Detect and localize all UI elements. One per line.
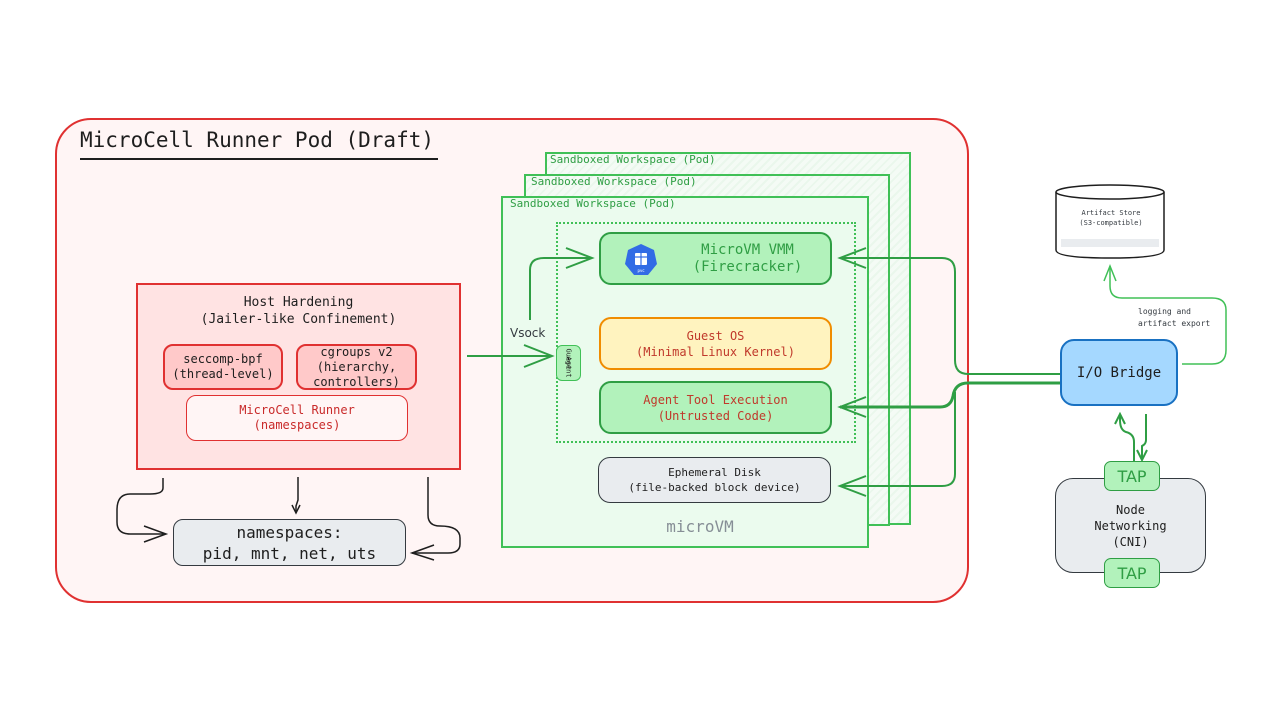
- namespaces-line2: pid, mnt, net, uts: [202, 543, 377, 563]
- workspace-pod-back-label: Sandboxed Workspace (Pod): [550, 153, 716, 166]
- arrowhead-vmm-left: [565, 247, 595, 269]
- artifact-store-line2: (S3-compatible): [1079, 219, 1143, 227]
- disk-line2: (file-backed block device): [628, 481, 801, 494]
- vmm-line2: (Firecracker): [692, 258, 803, 275]
- guest-os-box[interactable]: Guest OS (Minimal Linux Kernel): [599, 317, 832, 370]
- node-net-line1: Node: [1116, 502, 1145, 517]
- logging-edge-label: logging and artifact export: [1138, 306, 1210, 330]
- vsock-label: Vsock: [510, 326, 546, 340]
- edge-hardening-to-namespaces-center: [295, 477, 299, 512]
- edge-vsock-to-vmm: [529, 257, 592, 320]
- microvm-label: microVM: [666, 517, 734, 536]
- arrowhead-vmm-right: [837, 247, 867, 269]
- io-bridge-box[interactable]: I/O Bridge: [1060, 339, 1178, 406]
- arrowhead-disk: [837, 475, 867, 497]
- host-hardening-title-line1: Host Hardening: [243, 295, 354, 310]
- edge-hardening-to-namespaces-right: [412, 477, 461, 554]
- cgroups-line1: cgroups v2: [320, 344, 393, 359]
- microvm-vmm-box[interactable]: pvc MicroVM VMM (Firecracker): [599, 232, 832, 285]
- runner-line1: MicroCell Runner: [239, 403, 355, 417]
- arrowhead-artifact-store: [1103, 263, 1117, 282]
- arrowhead-iobridge-up: [1114, 411, 1126, 425]
- host-hardening-title-line2: (Jailer-like Confinement): [200, 312, 397, 327]
- vmm-line1: MicroVM VMM: [701, 241, 794, 258]
- edge-tap-to-iobridge: [1119, 414, 1135, 462]
- guest-os-line2: (Minimal Linux Kernel): [636, 344, 795, 359]
- arrowhead-guest-agent: [523, 344, 555, 368]
- edge-iobridge-to-vmm: [840, 257, 1068, 375]
- disk-line1: Ephemeral Disk: [668, 466, 761, 479]
- workspace-pod-middle-label: Sandboxed Workspace (Pod): [531, 175, 697, 188]
- logging-line1: logging and: [1138, 307, 1191, 316]
- agent-tool-line1: Agent Tool Execution: [643, 392, 788, 407]
- guest-os-line1: Guest OS: [686, 328, 745, 343]
- namespaces-line1: namespaces:: [236, 522, 343, 542]
- cgroups-line3: controllers): [313, 374, 400, 389]
- node-net-line2: Networking: [1094, 518, 1167, 533]
- edge-iobridge-to-tap: [1141, 414, 1147, 460]
- edge-iobridge-to-agent-tool: [840, 381, 1068, 409]
- ephemeral-disk-box[interactable]: Ephemeral Disk (file-backed block device…: [598, 457, 831, 503]
- firecracker-logo-icon: pvc: [623, 242, 659, 283]
- node-net-line3: (CNI): [1112, 534, 1149, 549]
- edge-hardening-to-namespaces-left: [116, 478, 165, 535]
- tap-bottom-label: TAP: [1117, 563, 1147, 583]
- pod-title: MicroCell Runner Pod (Draft): [80, 128, 435, 152]
- svg-text:pvc: pvc: [637, 268, 644, 273]
- tap-top[interactable]: TAP: [1104, 461, 1160, 491]
- workspace-pod-front-label: Sandboxed Workspace (Pod): [510, 197, 676, 210]
- artifact-store-cylinder[interactable]: [1055, 184, 1165, 259]
- guest-agent-box[interactable]: Guest Agent: [556, 345, 581, 381]
- edge-iobridge-to-disk: [840, 392, 956, 487]
- arrowhead-tap-down: [1136, 449, 1148, 463]
- host-hardening-title: Host Hardening (Jailer-like Confinement): [136, 294, 461, 328]
- seccomp-line2: (thread-level): [172, 367, 274, 381]
- arrowhead-namespaces-right: [409, 544, 435, 561]
- artifact-store-line1: Artifact Store: [1081, 209, 1141, 217]
- tap-bottom[interactable]: TAP: [1104, 558, 1160, 588]
- arrowhead-namespaces-left: [143, 525, 169, 543]
- runner-line2: (namespaces): [253, 418, 341, 432]
- io-bridge-label: I/O Bridge: [1076, 364, 1162, 381]
- edge-iobridge-to-artifact-store: [1109, 266, 1227, 365]
- logging-line2: artifact export: [1138, 319, 1211, 328]
- arrowhead-namespaces-center: [291, 504, 301, 515]
- namespaces-box[interactable]: namespaces: pid, mnt, net, uts: [173, 519, 406, 566]
- agent-tool-execution-box[interactable]: Agent Tool Execution (Untrusted Code): [599, 381, 832, 434]
- tap-top-label: TAP: [1117, 466, 1147, 486]
- pod-title-underline: [80, 158, 438, 160]
- cgroups-v2-box[interactable]: cgroups v2 (hierarchy, controllers): [296, 344, 417, 390]
- seccomp-bpf-box[interactable]: seccomp-bpf (thread-level): [163, 344, 283, 390]
- cgroups-line2: (hierarchy,: [316, 359, 397, 374]
- microcell-runner-box[interactable]: MicroCell Runner (namespaces): [186, 395, 408, 441]
- seccomp-line1: seccomp-bpf: [183, 352, 263, 366]
- microvm-guest-boundary: [556, 222, 856, 443]
- artifact-store-label: Artifact Store (S3-compatible): [1058, 208, 1164, 228]
- agent-tool-line2: (Untrusted Code): [657, 408, 774, 423]
- arrowhead-agent-tool: [837, 396, 867, 418]
